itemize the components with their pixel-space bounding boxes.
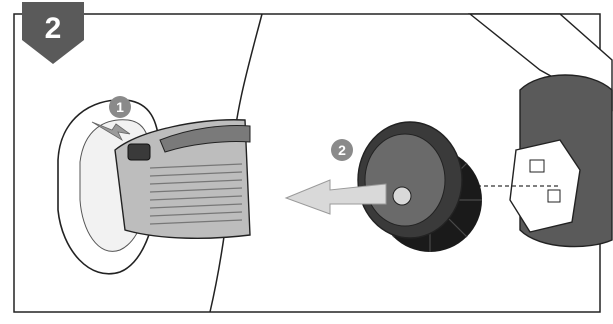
step-marker-2-label: 2 [338,142,346,158]
left-panel-illustration: 1 [58,96,250,274]
end-cap-face [365,134,445,226]
step-marker-1-label: 1 [116,99,124,115]
step-badge: 2 [22,2,84,64]
end-cap-hub [393,187,411,205]
release-button [128,144,150,160]
right-panel-illustration: 2 [286,14,612,252]
step-number: 2 [45,12,62,45]
